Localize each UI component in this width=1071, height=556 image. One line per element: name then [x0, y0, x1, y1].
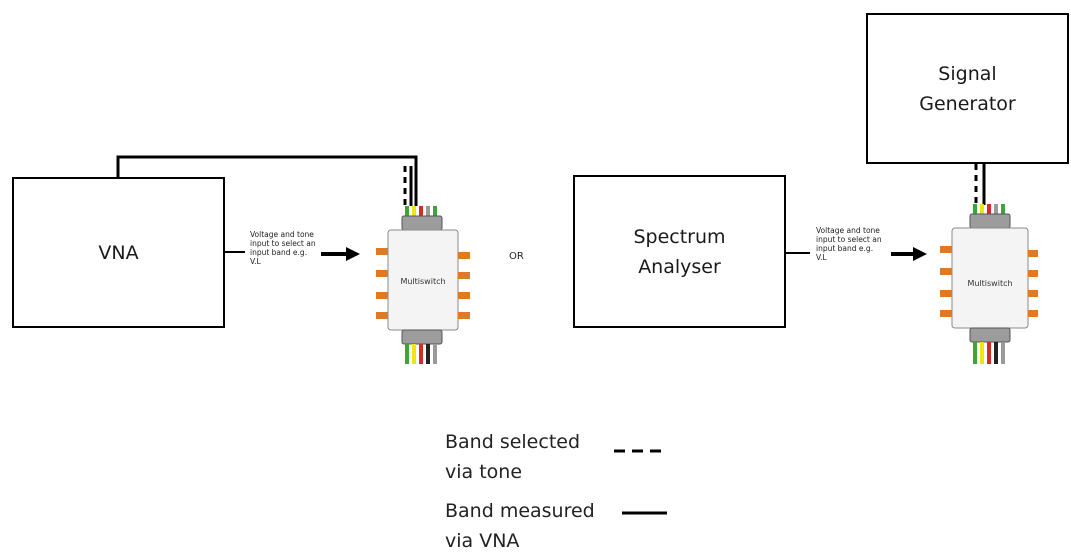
vna-label: VNA	[98, 241, 139, 264]
spectrum-analyser-label: Spectrum Analyser	[633, 225, 726, 278]
right-input-note: Voltage and tone input to select an inpu…	[816, 226, 882, 262]
legend-dashed-label: Band selected via tone	[445, 431, 581, 483]
right-multiswitch: Multiswitch	[940, 204, 1038, 364]
vna-top-cable	[116, 155, 418, 206]
legend-solid-label: Band measured via VNA	[445, 500, 595, 552]
right-arrow-head	[913, 247, 927, 261]
left-multiswitch-label: Multiswitch	[400, 277, 445, 286]
signal-generator-box: Signal Generator	[866, 13, 1069, 164]
right-multiswitch-label: Multiswitch	[967, 279, 1012, 288]
or-label: OR	[509, 251, 524, 262]
left-input-note: Voltage and tone input to select an inpu…	[250, 230, 316, 266]
vna-box: VNA	[12, 177, 225, 328]
left-arrow-head	[346, 247, 360, 261]
left-multiswitch: Multiswitch	[376, 206, 470, 364]
signal-generator-label: Signal Generator	[919, 62, 1016, 115]
spectrum-analyser-box: Spectrum Analyser	[573, 175, 786, 328]
